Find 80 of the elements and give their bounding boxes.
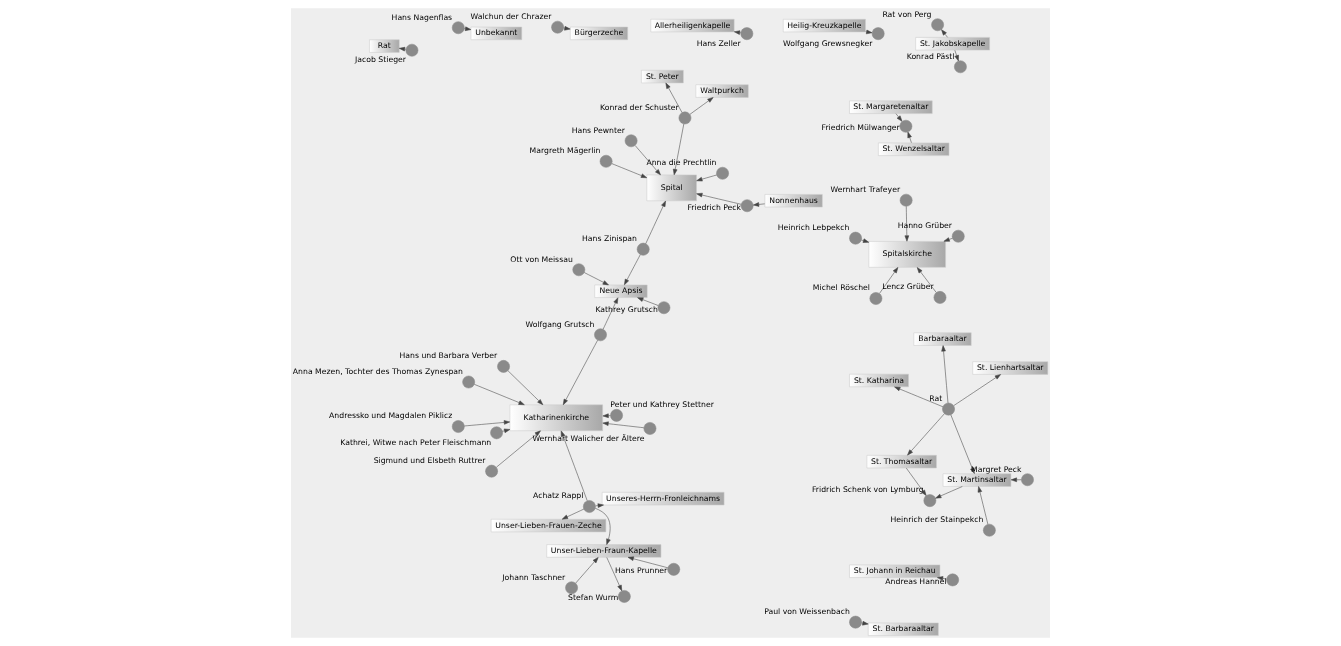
node-circle bbox=[678, 111, 692, 125]
arrow bbox=[696, 174, 717, 182]
node-circle bbox=[565, 581, 578, 595]
node-circle bbox=[954, 60, 967, 74]
node-circle bbox=[871, 27, 885, 40]
arrow bbox=[935, 486, 963, 499]
node-circle bbox=[1021, 473, 1034, 487]
arrow bbox=[954, 50, 959, 62]
arrow bbox=[696, 192, 742, 205]
node-circle bbox=[451, 420, 465, 433]
arrow bbox=[602, 421, 645, 428]
node-circle bbox=[740, 199, 754, 213]
node-circle bbox=[636, 242, 650, 256]
arrow bbox=[464, 26, 472, 31]
arrow bbox=[953, 374, 1001, 406]
arrow bbox=[673, 123, 685, 176]
arrow bbox=[584, 272, 609, 286]
node-circle bbox=[667, 563, 681, 576]
node-circle bbox=[657, 301, 671, 315]
arrow bbox=[907, 131, 912, 143]
arrow bbox=[907, 413, 945, 456]
node-circle bbox=[869, 292, 883, 305]
node-circle bbox=[643, 422, 657, 435]
node-circle bbox=[983, 523, 996, 537]
arrow bbox=[561, 508, 585, 520]
arrow bbox=[689, 97, 714, 115]
node-circle bbox=[485, 464, 498, 478]
arrow bbox=[602, 413, 611, 418]
node-circle bbox=[572, 263, 586, 277]
arrow bbox=[562, 339, 598, 406]
arrow bbox=[464, 420, 510, 427]
arrow bbox=[941, 345, 949, 404]
arrow bbox=[753, 202, 765, 207]
arrow bbox=[496, 430, 541, 468]
node-circle bbox=[599, 154, 613, 168]
node-circle bbox=[594, 328, 607, 342]
arrow bbox=[906, 467, 927, 496]
node-circle bbox=[618, 590, 631, 603]
arrow bbox=[895, 113, 903, 122]
node-circle bbox=[931, 18, 944, 32]
node-circle bbox=[899, 119, 913, 133]
arrow bbox=[645, 200, 666, 244]
arrow bbox=[606, 557, 623, 592]
node-circle bbox=[462, 375, 475, 389]
arrow bbox=[575, 557, 599, 584]
node-circle bbox=[933, 291, 947, 304]
arrow bbox=[894, 386, 944, 408]
arrow bbox=[637, 297, 659, 306]
arrow bbox=[602, 297, 619, 330]
arrow bbox=[941, 29, 948, 38]
node-circle bbox=[497, 360, 510, 373]
arrow bbox=[937, 576, 947, 581]
arrow bbox=[595, 508, 611, 545]
arrow bbox=[733, 30, 742, 35]
arrow bbox=[879, 267, 899, 294]
arrow bbox=[624, 254, 641, 286]
arrow bbox=[861, 621, 869, 626]
arrow bbox=[595, 503, 604, 508]
node-circle bbox=[946, 573, 959, 587]
node-circle bbox=[923, 494, 937, 507]
arrow bbox=[474, 384, 525, 406]
arrow bbox=[977, 486, 989, 525]
arrow bbox=[611, 163, 648, 179]
arrow bbox=[634, 145, 661, 176]
node-circle bbox=[899, 193, 913, 207]
arrow bbox=[627, 556, 669, 569]
arrow bbox=[861, 238, 870, 243]
node-circle bbox=[624, 134, 638, 148]
node-circle bbox=[716, 166, 729, 180]
arrow bbox=[507, 370, 544, 405]
node-circle bbox=[583, 500, 596, 513]
arrow bbox=[904, 206, 910, 242]
arrow bbox=[560, 430, 588, 501]
node-circle bbox=[942, 402, 955, 416]
arrow bbox=[398, 46, 407, 52]
arrow bbox=[916, 267, 937, 293]
arrow bbox=[502, 428, 511, 433]
arrow bbox=[943, 237, 953, 242]
arrow bbox=[1010, 477, 1022, 482]
arrow bbox=[665, 82, 683, 113]
